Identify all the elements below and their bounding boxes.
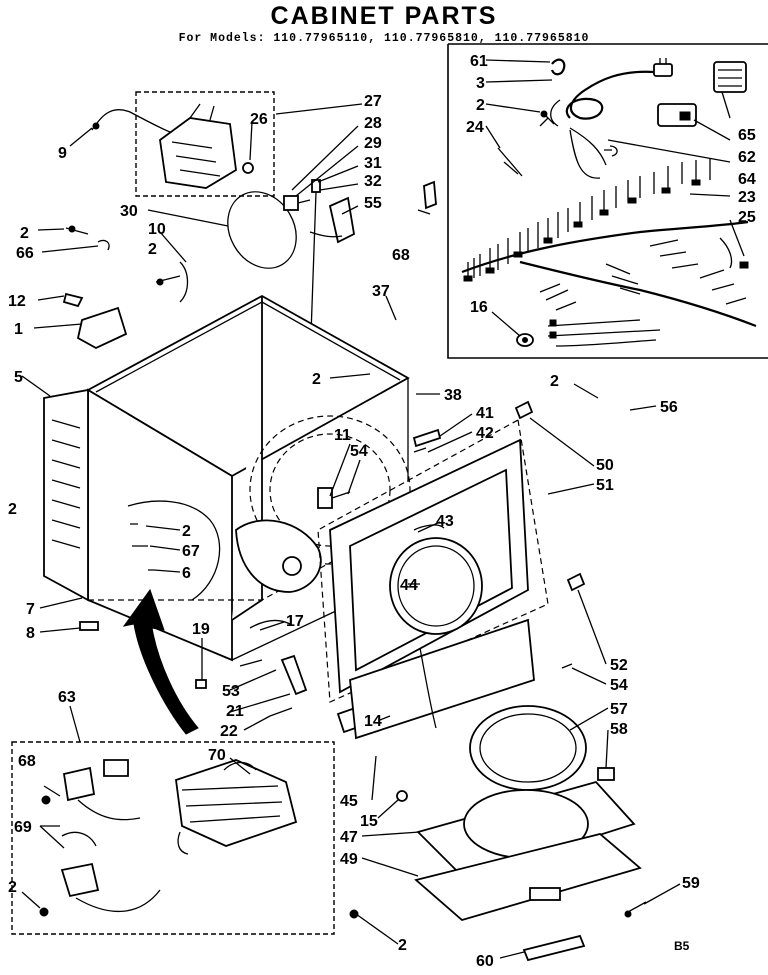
callout-2: 2 (20, 225, 29, 242)
callout-44: 44 (400, 577, 418, 594)
callout-5: 5 (14, 369, 23, 386)
callout-55: 55 (364, 195, 382, 212)
callout-45: 45 (340, 793, 358, 810)
callout-54: 54 (610, 677, 628, 694)
callout-2: 2 (476, 97, 485, 114)
callout-65: 65 (738, 127, 756, 144)
callout-52: 52 (610, 657, 628, 674)
wiring-harness-inset (447, 43, 768, 359)
door-switch-parts (227, 179, 437, 421)
callout-12: 12 (8, 293, 26, 310)
callout-61: 61 (470, 53, 488, 70)
callout-2: 2 (8, 501, 17, 518)
callout-26: 26 (250, 111, 268, 128)
callout-21: 21 (226, 703, 244, 720)
callout-42: 42 (476, 425, 494, 442)
callout-62: 62 (738, 149, 756, 166)
callout-51: 51 (596, 477, 614, 494)
callout-67: 67 (182, 543, 200, 560)
callout-28: 28 (364, 115, 382, 132)
callout-53: 53 (222, 683, 240, 700)
callout-16: 16 (470, 299, 488, 316)
front-panel (317, 400, 586, 703)
callout-41: 41 (476, 405, 494, 422)
callout-11: 11 (334, 427, 351, 444)
callout-labels: 61 3 2 24 65 62 64 23 25 16 27 26 28 29 … (8, 53, 756, 970)
base-assembly (336, 618, 647, 962)
callout-2: 2 (8, 879, 17, 896)
callout-63: 63 (58, 689, 76, 706)
callout-2: 2 (148, 241, 157, 258)
callout-43: 43 (436, 513, 454, 530)
callout-25: 25 (738, 209, 756, 226)
callout-32: 32 (364, 173, 382, 190)
callout-64: 64 (738, 171, 756, 188)
callout-3: 3 (476, 75, 485, 92)
callout-70: 70 (208, 747, 226, 764)
callout-68: 68 (392, 247, 410, 264)
callout-58: 58 (610, 721, 628, 738)
callout-30: 30 (120, 203, 138, 220)
callout-6: 6 (182, 565, 191, 582)
cabinet-body (43, 294, 411, 717)
callout-23: 23 (738, 189, 756, 206)
callout-2: 2 (550, 373, 559, 390)
callout-1: 1 (14, 321, 23, 338)
callout-68: 68 (18, 753, 36, 770)
callout-2: 2 (312, 371, 321, 388)
callout-56: 56 (660, 399, 678, 416)
callout-54: 54 (350, 443, 368, 460)
callout-47: 47 (340, 829, 358, 846)
page-title: CABINET PARTS (270, 2, 498, 30)
callout-9: 9 (58, 145, 67, 162)
callout-31: 31 (364, 155, 382, 172)
model-numbers: For Models: 110.77965110, 110.77965810, … (178, 32, 590, 45)
callout-8: 8 (26, 625, 35, 642)
callout-60: 60 (476, 953, 494, 970)
callout-59: 59 (682, 875, 700, 892)
heater-assembly-inset (11, 741, 359, 935)
callout-2: 2 (398, 937, 407, 954)
callout-69: 69 (14, 819, 32, 836)
callout-17: 17 (286, 613, 304, 630)
assembly-arrow (122, 588, 199, 735)
callout-10: 10 (148, 221, 166, 238)
callout-29: 29 (364, 135, 382, 152)
callout-37: 37 (372, 283, 390, 300)
leader-lines (21, 59, 745, 959)
callout-27: 27 (364, 93, 382, 110)
callout-22: 22 (220, 723, 238, 740)
left-fasteners (62, 225, 189, 350)
callout-2: 2 (182, 523, 191, 540)
page-code: B5 (674, 939, 690, 953)
callout-15: 15 (360, 813, 378, 830)
callout-49: 49 (340, 851, 358, 868)
callout-50: 50 (596, 457, 614, 474)
callout-7: 7 (26, 601, 35, 618)
callout-38: 38 (444, 387, 462, 404)
callout-57: 57 (610, 701, 628, 718)
control-assembly-box (91, 91, 275, 197)
callout-14: 14 (364, 713, 382, 730)
callout-66: 66 (16, 245, 34, 262)
callout-24: 24 (466, 119, 484, 136)
callout-19: 19 (192, 621, 210, 638)
